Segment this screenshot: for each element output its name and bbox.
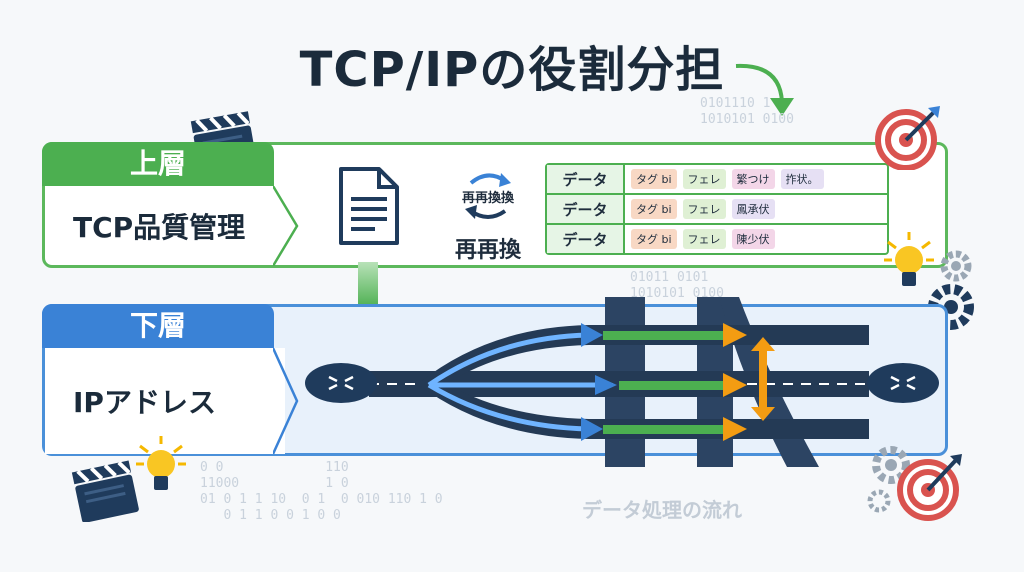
chevron-divider-icon — [273, 186, 299, 266]
document-icon — [339, 167, 399, 245]
lower-layer-panel: 下層 IPアドレス — [42, 297, 948, 467]
lower-layer-tab: 下層 — [42, 304, 274, 348]
tag-chip: 鳳承伏 — [731, 199, 775, 219]
upper-layer-panel: 上層 TCP品質管理 再再換換 再再換 データ タグ bi フェレ 繁つけ 拃状… — [42, 142, 948, 268]
lower-layer-label: IPアドレス — [45, 348, 285, 454]
target-icon — [897, 454, 962, 521]
page-title: TCP/IPの役割分担 — [299, 42, 725, 98]
tag-chip: タグ bi — [631, 199, 677, 219]
tag-chip: タグ bi — [631, 169, 677, 189]
road-network-diagram — [305, 297, 939, 467]
curved-arrow-icon — [735, 63, 794, 116]
tag-chip: フェレ — [682, 169, 726, 189]
table-row: データ タグ bi フェレ 繁つけ 拃状。 — [547, 165, 887, 193]
clapperboard-icon — [71, 460, 139, 522]
tag-chip: フェレ — [682, 229, 726, 249]
binary-text-bottom: 0 0 110 11000 1 0 01 0 1 1 10 0 1 0 010 … — [200, 460, 443, 523]
row-header: データ — [547, 195, 625, 223]
row-header: データ — [547, 225, 625, 253]
refresh-arrows-icon — [465, 173, 511, 219]
tag-chip: 陳少伏 — [731, 229, 775, 249]
tag-chip: フェレ — [682, 199, 726, 219]
tag-chip: 拃状。 — [780, 169, 824, 189]
gear-icon — [867, 489, 891, 513]
target-icon — [875, 106, 940, 170]
table-row: データ タグ bi フェレ 鳳承伏 — [547, 193, 887, 223]
flow-caption: データ処理の流れ — [582, 498, 742, 522]
tag-chip: 繁つけ — [731, 169, 775, 189]
binary-text-top: 0101110 1 1010101 0100 — [700, 96, 794, 127]
lightbulb-icon — [136, 436, 186, 490]
tag-chip: タグ bi — [631, 229, 677, 249]
upper-layer-tab: 上層 — [42, 142, 274, 186]
table-row: データ タグ bi フェレ 陳少伏 — [547, 223, 887, 253]
reconversion-label: 再再換 — [454, 238, 521, 263]
gear-icon — [872, 446, 910, 484]
row-header: データ — [547, 165, 625, 193]
gear-icon — [940, 250, 972, 282]
lightbulb-icon — [884, 232, 934, 286]
chevron-divider-icon — [273, 348, 299, 454]
reconversion-small-label: 再再換換 — [461, 191, 514, 206]
data-packet-table: データ タグ bi フェレ 繁つけ 拃状。 データ タグ bi フェレ 鳳承伏 … — [545, 163, 889, 255]
upper-layer-label: TCP品質管理 — [73, 211, 246, 244]
reconversion-block: 再再換換 再再換 — [433, 165, 543, 263]
